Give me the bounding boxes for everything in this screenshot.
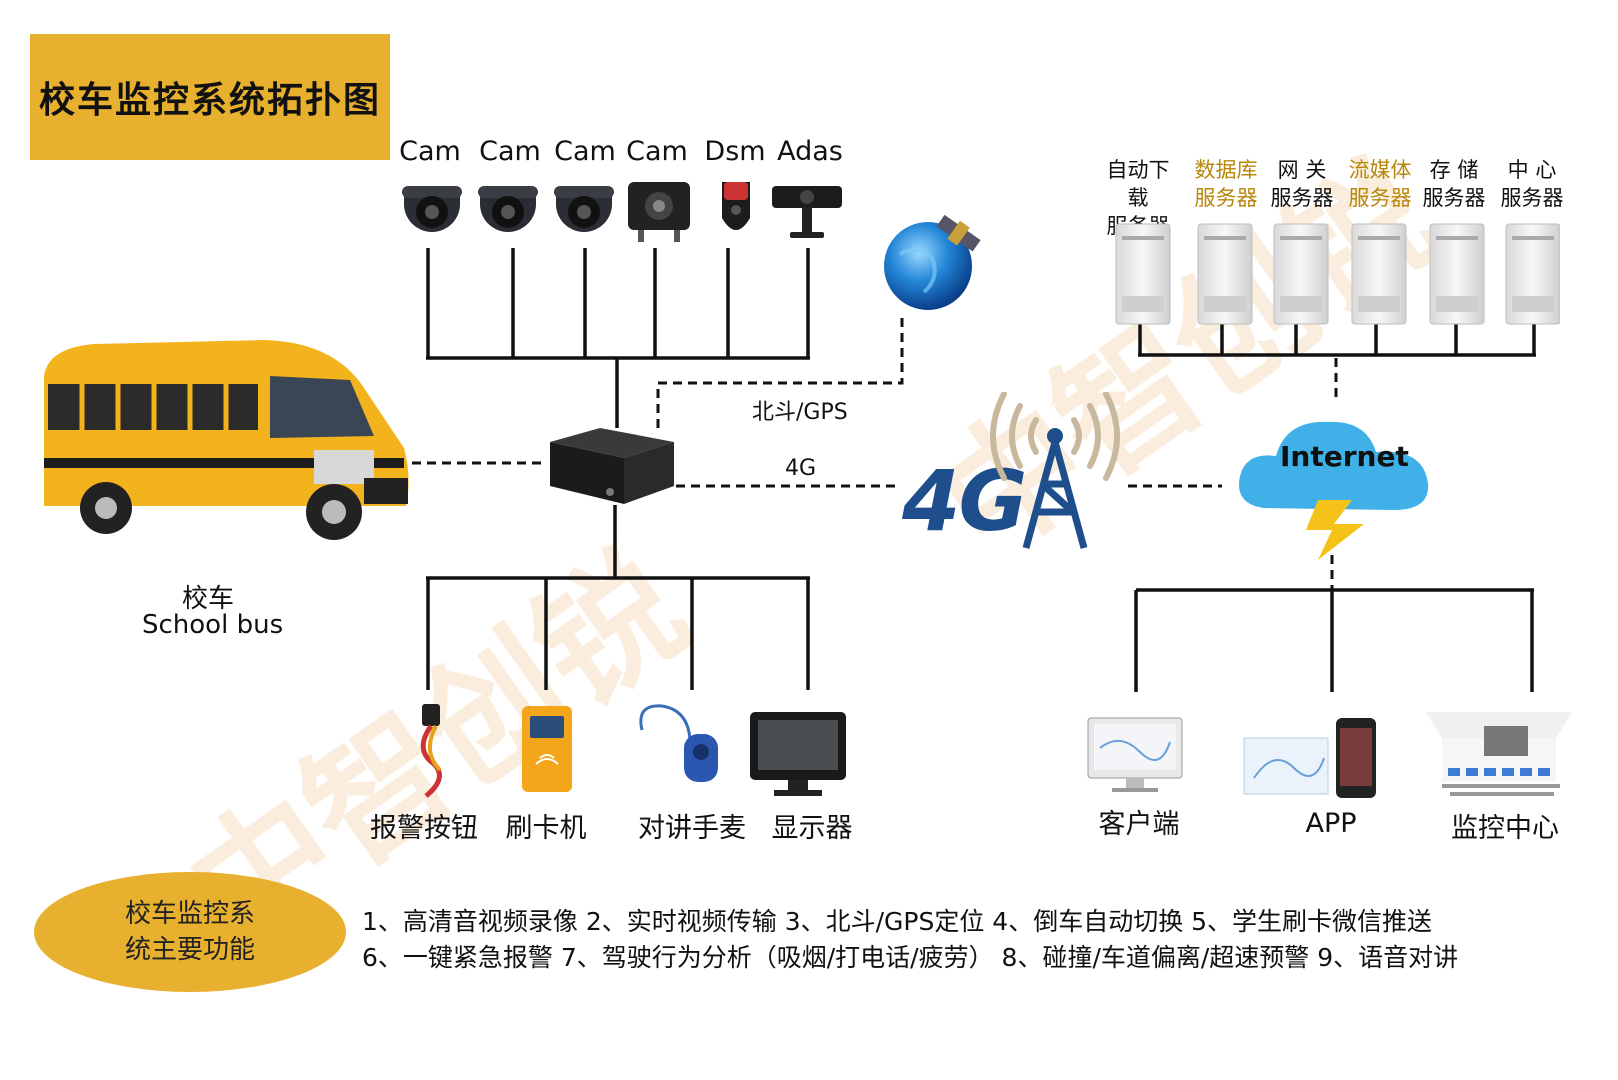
camera-label-1: Cam bbox=[399, 136, 461, 167]
desktop-client-icon bbox=[1087, 717, 1183, 792]
gps-link-label: 北斗/GPS bbox=[752, 400, 848, 425]
dsm-label: Dsm bbox=[704, 136, 766, 167]
rear-camera-icon bbox=[628, 182, 690, 242]
signal-tower-icon bbox=[990, 392, 1120, 549]
tower-4g-text: 4G bbox=[902, 452, 1027, 550]
server-label-2: 数据库服务器 bbox=[1194, 158, 1258, 210]
features-title-line1: 校车监控系 bbox=[124, 899, 255, 929]
cloud-label: Internet bbox=[1280, 440, 1409, 473]
features-title-line2: 统主要功能 bbox=[124, 935, 255, 965]
server-label-4: 流媒体服务器 bbox=[1348, 158, 1412, 210]
bus-label-en: School bus bbox=[142, 610, 284, 640]
title-banner: 校车监控系统拓扑图 bbox=[30, 34, 390, 160]
client-label-desktop: 客户端 bbox=[1098, 809, 1180, 840]
monitor-display-icon bbox=[750, 712, 846, 796]
mobile-app-icon bbox=[1243, 718, 1376, 798]
server-icon bbox=[1273, 223, 1329, 325]
features-badge: 校车监控系统主要功能 bbox=[34, 872, 346, 992]
device-label-card: 刷卡机 bbox=[505, 813, 587, 844]
dome-camera-icon bbox=[478, 186, 538, 232]
school-bus-icon bbox=[44, 340, 409, 540]
camera-label-3: Cam bbox=[554, 136, 616, 167]
camera-label-4: Cam bbox=[626, 136, 688, 167]
server-icon bbox=[1115, 223, 1171, 325]
client-label-center: 监控中心 bbox=[1451, 813, 1559, 844]
alarm-button-icon bbox=[420, 704, 442, 798]
dome-camera-icon bbox=[554, 186, 614, 232]
device-row-icons bbox=[420, 704, 846, 798]
server-label-3: 网 关服务器 bbox=[1270, 158, 1334, 210]
dsm-camera-icon bbox=[722, 182, 750, 230]
page-title: 校车监控系统拓扑图 bbox=[38, 80, 381, 121]
camera-row-icons bbox=[402, 182, 842, 242]
net4g-link-label: 4G bbox=[785, 456, 817, 481]
dome-camera-icon bbox=[402, 186, 462, 232]
client-row-icons bbox=[1087, 712, 1572, 798]
monitoring-center-icon bbox=[1426, 712, 1572, 796]
adas-label: Adas bbox=[777, 136, 843, 167]
adas-camera-icon bbox=[772, 186, 842, 238]
server-icon bbox=[1505, 223, 1560, 325]
device-label-alarm: 报警按钮 bbox=[370, 813, 478, 844]
client-label-app: APP bbox=[1305, 808, 1357, 839]
internet-cloud-icon bbox=[1239, 421, 1429, 560]
server-label-6: 中 心服务器 bbox=[1500, 158, 1564, 210]
satellite-globe-icon bbox=[884, 214, 981, 310]
device-label-monitor: 显示器 bbox=[771, 813, 853, 844]
server-label-5: 存 储服务器 bbox=[1422, 158, 1486, 210]
server-icon bbox=[1351, 223, 1407, 325]
card-reader-icon bbox=[522, 706, 572, 792]
camera-label-2: Cam bbox=[479, 136, 541, 167]
server-icon bbox=[1429, 223, 1485, 325]
server-row-icons bbox=[1115, 223, 1560, 325]
device-label-mic: 对讲手麦 bbox=[638, 813, 746, 844]
features-line-2: 6、一键紧急报警 7、驾驶行为分析（吸烟/打电话/疲劳） 8、碰撞/车道偏离/超… bbox=[362, 943, 1459, 972]
bus-label-cn: 校车 bbox=[182, 584, 235, 614]
handheld-microphone-icon bbox=[639, 704, 718, 782]
features-line-1: 1、高清音视频录像 2、实时视频传输 3、北斗/GPS定位 4、倒车自动切换 5… bbox=[362, 907, 1433, 936]
server-icon bbox=[1197, 223, 1253, 325]
mdvr-device-icon bbox=[550, 428, 674, 504]
